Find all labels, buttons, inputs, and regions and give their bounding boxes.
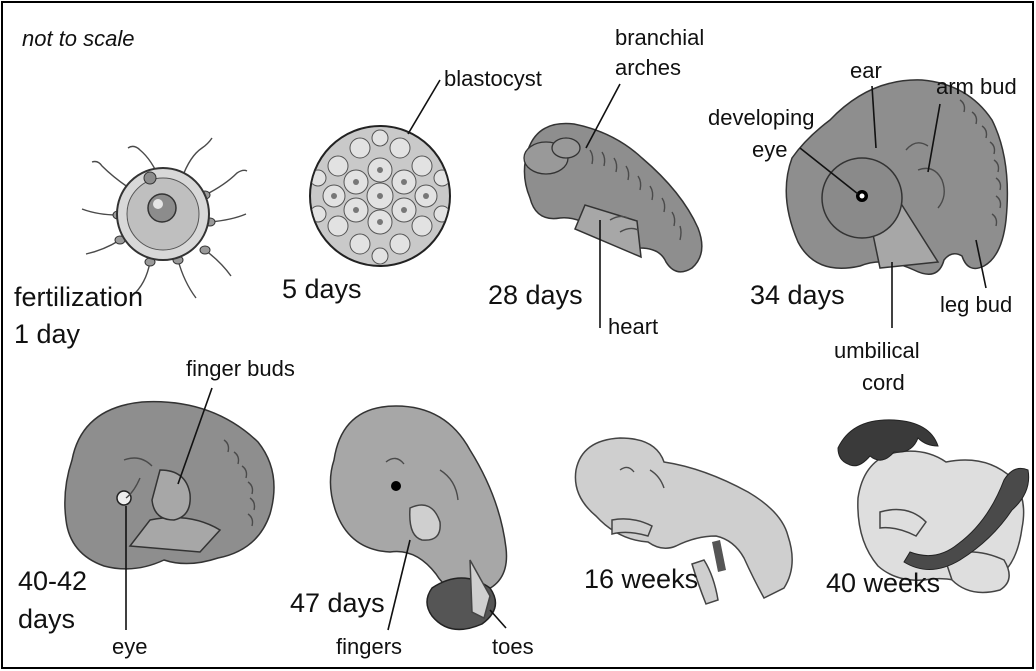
label-arm-bud: arm bud — [936, 74, 1017, 99]
stage-16-weeks: 16 weeks — [584, 564, 698, 594]
label-heart: heart — [608, 314, 658, 339]
stage-34-days: 34 days — [750, 280, 845, 310]
label-blastocyst: blastocyst — [444, 66, 542, 91]
label-developing: developing — [708, 105, 814, 130]
label-branchial: branchial — [615, 25, 704, 50]
label-finger-buds: finger buds — [186, 356, 295, 381]
label-umbilical: umbilical — [834, 338, 920, 363]
stage-fertilization: fertilization — [14, 282, 143, 312]
stage-1-day: 1 day — [14, 319, 81, 349]
not-to-scale-note: not to scale — [22, 26, 135, 51]
blastocyst-illustration — [310, 126, 450, 266]
label-eye: eye — [112, 634, 147, 659]
label-toes: toes — [492, 634, 534, 659]
stage-47-days: 47 days — [290, 588, 385, 618]
label-fingers: fingers — [336, 634, 402, 659]
stage-40-42: 40-42 — [18, 566, 87, 596]
stage-28-days: 28 days — [488, 280, 583, 310]
label-leg-bud: leg bud — [940, 292, 1012, 317]
label-ear: ear — [850, 58, 882, 83]
label-arches: arches — [615, 55, 681, 80]
label-eye-34: eye — [752, 137, 787, 162]
stage-40-weeks: 40 weeks — [826, 568, 940, 598]
stage-40-42-days: days — [18, 604, 75, 634]
label-cord: cord — [862, 370, 905, 395]
stage-5-days: 5 days — [282, 274, 362, 304]
